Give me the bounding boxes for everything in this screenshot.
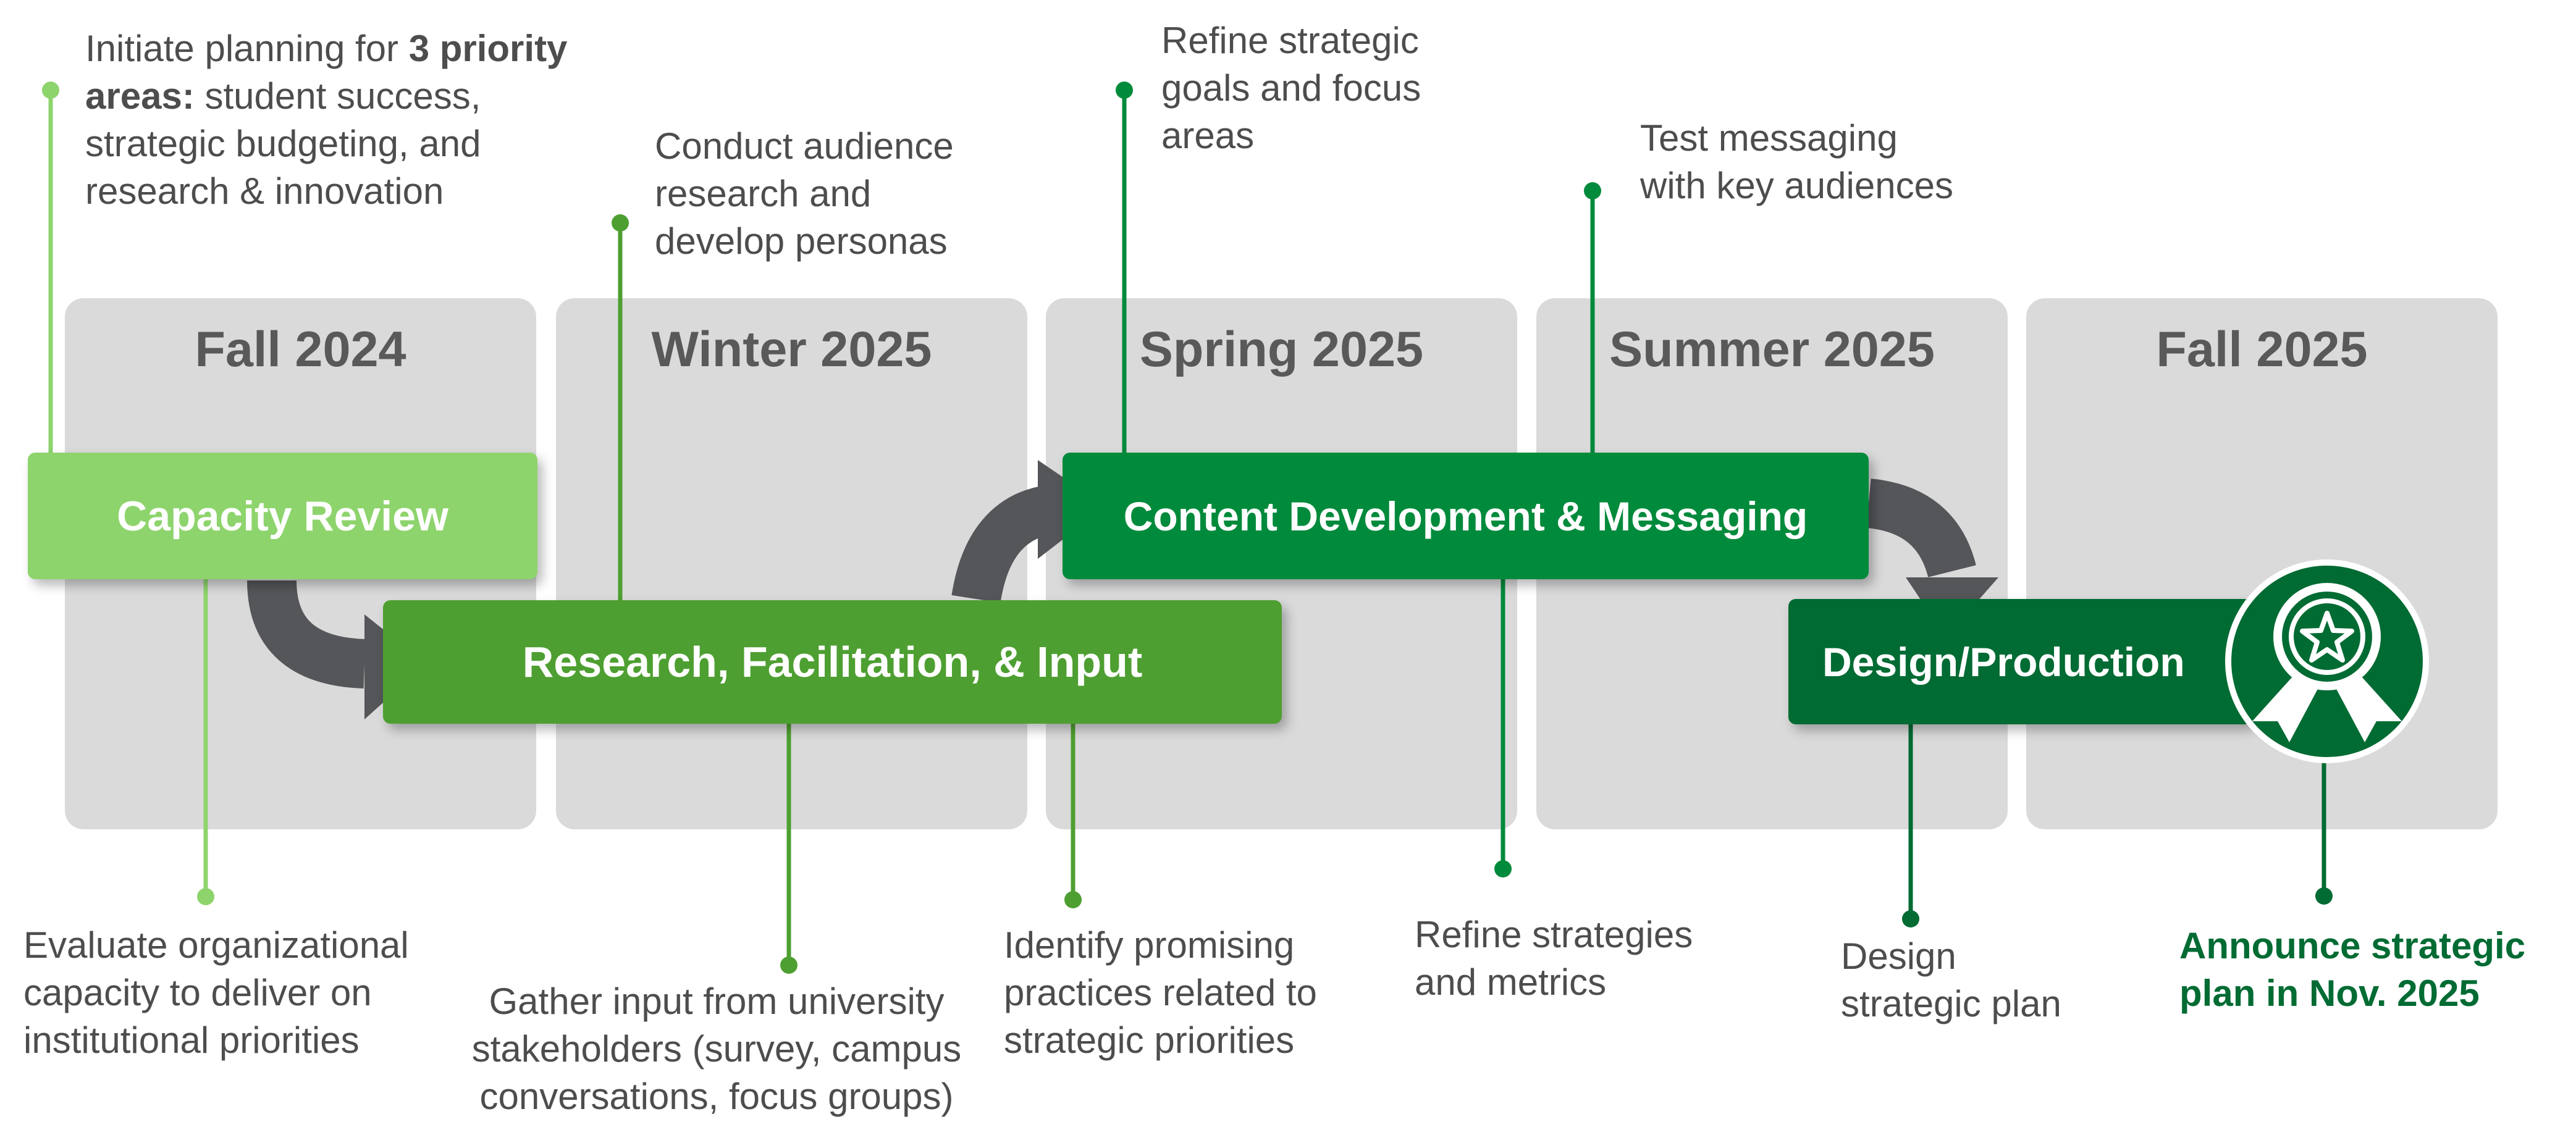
connector-dot-fall-top xyxy=(42,82,59,99)
connector-dot-practices-bottom xyxy=(1064,891,1082,908)
connector-dot-capacity-bottom xyxy=(197,888,214,905)
note-refine-goals-line3: areas xyxy=(1161,115,1255,156)
note-announce-line1: Announce strategic xyxy=(2179,925,2526,966)
note-initiate-line3: strategic budgeting, and xyxy=(85,123,481,164)
note-test-line2: with key audiences xyxy=(1640,165,1953,206)
note-initiate-bold2: areas: xyxy=(85,75,195,117)
flow-arrow-3-body xyxy=(1866,479,1976,578)
note-test-messaging: Test messaging with key audiences xyxy=(1640,114,1953,209)
phase-design-label: Design/Production xyxy=(1822,638,2185,685)
phase-research-label: Research, Facilitation, & Input xyxy=(522,638,1143,686)
connector-dot-strategies-bottom xyxy=(1494,860,1512,877)
note-audience-research: Conduct audience research and develop pe… xyxy=(655,122,954,265)
season-label-fall-2025: Fall 2025 xyxy=(2156,322,2368,377)
note-evaluate-line3: institutional priorities xyxy=(23,1019,360,1061)
phase-design-production: Design/Production xyxy=(1788,599,2252,724)
flow-arrow-2-body xyxy=(951,485,1055,603)
phase-research-facilitation-input: Research, Facilitation, & Input xyxy=(383,600,1282,724)
note-identify-practices: Identify promising practices related to … xyxy=(1004,921,1317,1064)
phase-content-label: Content Development & Messaging xyxy=(1123,493,1808,539)
season-panel-winter-2025 xyxy=(556,298,1027,829)
note-gather-input: Gather input from university stakeholder… xyxy=(451,978,982,1120)
note-identify-line1: Identify promising xyxy=(1004,924,1295,966)
flow-arrow-1-body xyxy=(247,579,366,689)
phase-capacity-review-label: Capacity Review xyxy=(117,492,448,540)
note-strategies-line1: Refine strategies xyxy=(1415,914,1693,955)
connector-dot-spring-top xyxy=(1116,82,1133,99)
note-initiate-line4: research & innovation xyxy=(85,170,444,212)
note-gather-line2: stakeholders (survey, campus xyxy=(471,1028,962,1070)
note-refine-goals-line2: goals and focus xyxy=(1161,67,1421,109)
note-announce-plan: Announce strategic plan in Nov. 2025 xyxy=(2179,922,2525,1017)
connector-dot-design-bottom xyxy=(1902,910,1919,927)
connector-dot-summer-top xyxy=(1584,182,1601,199)
phase-capacity-review: Capacity Review xyxy=(28,453,537,579)
note-design-plan: Design strategic plan xyxy=(1841,932,2061,1028)
note-refine-goals-line1: Refine strategic xyxy=(1161,20,1419,61)
note-audience-line1: Conduct audience xyxy=(655,125,954,167)
note-initiate-planning: Initiate planning for 3 priority areas: … xyxy=(85,25,567,215)
note-gather-line3: conversations, focus groups) xyxy=(479,1076,954,1117)
award-ribbon-star-icon xyxy=(2225,559,2429,763)
season-label-fall-2024: Fall 2024 xyxy=(195,322,406,377)
note-evaluate-line1: Evaluate organizational xyxy=(23,924,409,966)
note-audience-line2: research and xyxy=(655,173,872,214)
season-panel-fall-2025 xyxy=(2026,298,2498,829)
note-initiate-bold1: 3 priority xyxy=(408,28,568,69)
phase-content-development-messaging: Content Development & Messaging xyxy=(1063,453,1869,579)
note-initiate-line1: Initiate planning for xyxy=(85,28,399,69)
season-label-summer-2025: Summer 2025 xyxy=(1609,322,1935,377)
note-test-line1: Test messaging xyxy=(1640,117,1898,159)
note-refine-goals: Refine strategic goals and focus areas xyxy=(1161,17,1421,159)
note-initiate-line2: student success, xyxy=(204,75,481,117)
note-strategies-line2: and metrics xyxy=(1415,961,1607,1003)
note-refine-strategies: Refine strategies and metrics xyxy=(1415,911,1693,1006)
connector-dot-research-bottom xyxy=(780,957,798,974)
season-label-spring-2025: Spring 2025 xyxy=(1139,322,1424,377)
connector-dot-announce-bottom xyxy=(2315,887,2333,905)
note-evaluate-capacity: Evaluate organizational capacity to deli… xyxy=(23,921,409,1064)
note-announce-line2: plan in Nov. 2025 xyxy=(2179,973,2480,1014)
note-audience-line3: develop personas xyxy=(655,220,948,262)
note-gather-line1: Gather input from university xyxy=(489,981,945,1022)
note-evaluate-line2: capacity to deliver on xyxy=(23,972,372,1013)
connector-dot-winter-top xyxy=(612,214,629,232)
note-design-line1: Design xyxy=(1841,936,1956,977)
season-label-winter-2025: Winter 2025 xyxy=(651,322,932,377)
note-design-line2: strategic plan xyxy=(1841,983,2061,1024)
note-identify-line2: practices related to xyxy=(1004,972,1317,1013)
note-identify-line3: strategic priorities xyxy=(1004,1019,1295,1061)
